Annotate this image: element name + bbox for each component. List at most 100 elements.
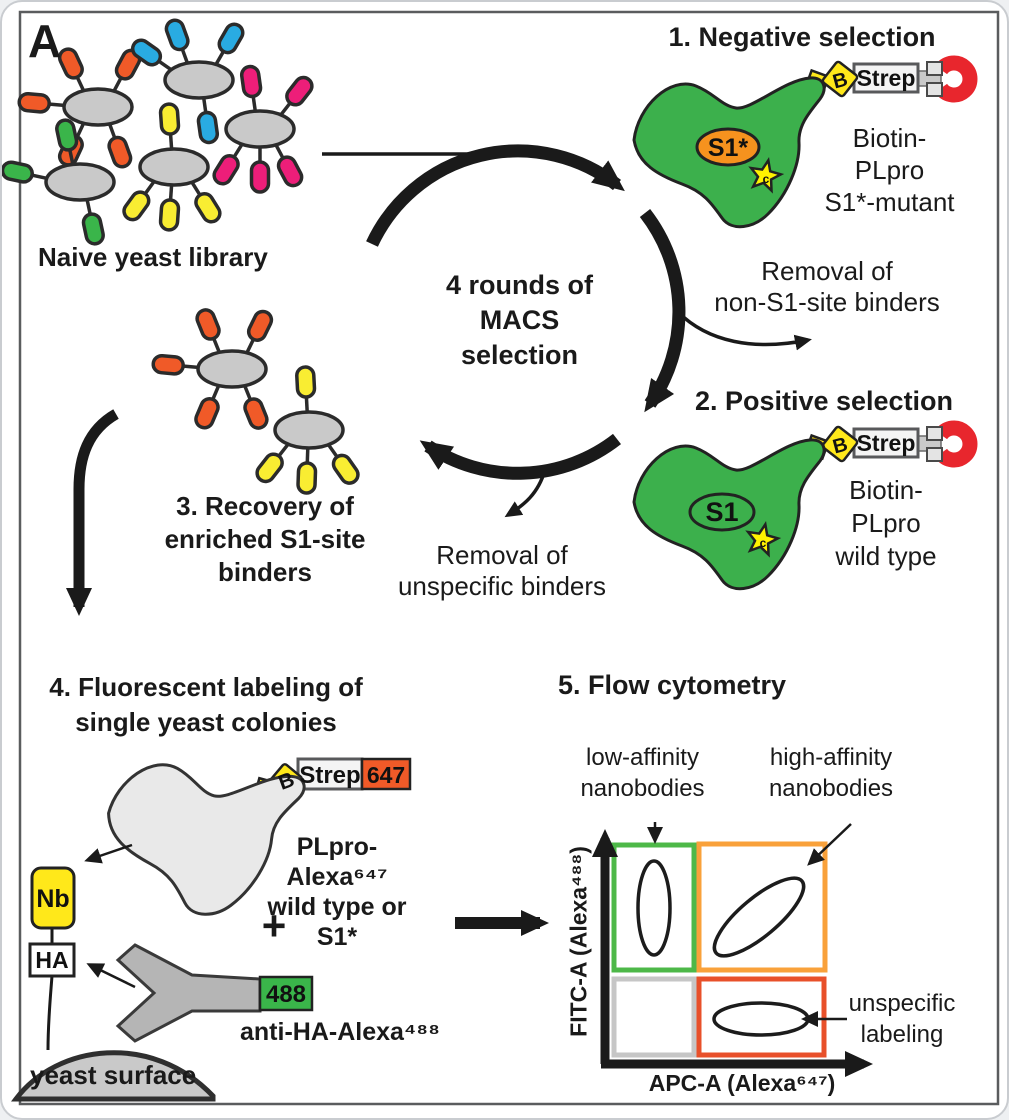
strep-label: Strep	[857, 65, 916, 91]
nanobody	[99, 119, 135, 171]
strep-tag-box	[852, 62, 920, 94]
magnet-pole	[926, 426, 943, 441]
nanobody	[238, 63, 266, 115]
naive-yeast-library	[2, 16, 318, 248]
biotin-label: B	[830, 68, 850, 93]
nanobody	[295, 445, 319, 496]
magnet-pole	[926, 447, 943, 462]
plpro-to-nb-arrow	[84, 843, 133, 864]
low-affinity-caption: low-affinity nanobodies	[580, 744, 705, 802]
nanobody	[191, 380, 229, 433]
alexa488-dye-box	[258, 975, 314, 1012]
cycle-arc-bottom	[419, 433, 622, 480]
s1-site	[688, 492, 756, 532]
yeast-cell	[2, 116, 116, 248]
step3-to-step4-arrow	[66, 409, 119, 616]
antibody-caption: anti-HA-Alexa⁴⁸⁸	[240, 1018, 440, 1046]
high-affinity-pointer-arrow	[807, 823, 852, 866]
nanobody-box	[30, 866, 76, 930]
yeast-cell	[209, 63, 318, 194]
y-axis-label: FITC-A (Alexa⁴⁸⁸)	[565, 846, 592, 1037]
magnet-icon	[934, 420, 978, 468]
fluorescent-labeling-schematic	[11, 750, 412, 1102]
step4-title: 4. Fluorescent labeling of single yeast …	[49, 672, 363, 737]
removal-unspecific-arrow	[504, 469, 547, 518]
step1-removal-caption: Removal of non-S1-site binders	[714, 256, 940, 317]
nanobody	[158, 182, 182, 233]
ha-surface-stalk	[46, 975, 54, 1051]
negative-selection-construct	[632, 55, 978, 229]
step1-title: 1. Negative selection	[668, 22, 936, 52]
nanobody	[150, 353, 201, 378]
nanobody	[193, 94, 221, 146]
nanobody	[2, 158, 51, 189]
s1-mutant-label: S1*	[708, 134, 749, 162]
yeast-cell	[127, 16, 248, 146]
alexa488-label: 488	[266, 981, 306, 1008]
step4-protein-caption: PLpro-Alexa⁶⁴⁷ wild type or S1*	[267, 833, 407, 951]
yeast-cell	[16, 44, 145, 171]
population-high-affinity	[712, 876, 806, 958]
yeast-surface-dome	[11, 1050, 216, 1102]
flow-gate-negative	[611, 976, 697, 1058]
step3-title: 3. Recovery of enriched S1-site binders	[164, 491, 366, 587]
alexa647-dye-box	[360, 757, 412, 791]
cycle-caption: 4 rounds of MACS selection	[446, 270, 593, 370]
biotin-label: B	[830, 433, 850, 458]
strep-label: Strep	[857, 430, 916, 456]
magnet-icon	[934, 55, 978, 103]
panel-border	[18, 10, 1000, 1106]
step1-protein-caption: Biotin- PLpro S1*-mutant	[824, 123, 955, 217]
ha-tag-box	[28, 942, 76, 978]
high-affinity-caption: high-affinity nanobodies	[768, 744, 894, 802]
strep-label: Strep	[299, 762, 360, 789]
nanobody	[206, 19, 248, 71]
nb-label: Nb	[36, 885, 69, 913]
nanobody	[183, 176, 225, 227]
s1-mutant-site	[695, 127, 761, 167]
plus-sign: +	[261, 902, 287, 949]
magnet-pole	[926, 61, 943, 76]
population-unspecific	[712, 1001, 810, 1037]
panel-label: A	[28, 15, 62, 67]
magnet-pole	[926, 82, 943, 97]
population-low-affinity	[636, 859, 672, 957]
macs-selection-cycle	[322, 144, 812, 518]
catalytic-label: c	[763, 172, 770, 186]
anti-ha-antibody	[115, 943, 262, 1043]
nanobody	[266, 139, 307, 191]
flow-cytometry-plot	[592, 822, 873, 1077]
yeast-cell	[150, 305, 277, 433]
cycle-arc-right	[639, 209, 686, 413]
ha-label: HA	[35, 947, 68, 973]
nanobody	[249, 145, 271, 194]
step2-removal-caption: Removal of unspecific binders	[397, 540, 607, 601]
catalytic-label: c	[760, 536, 767, 550]
unspecific-caption: unspecific labeling	[848, 990, 956, 1048]
positive-selection-construct	[632, 420, 978, 591]
enriched-binder-cells	[150, 305, 364, 496]
yeast-surface-caption: yeast surface	[30, 1060, 197, 1090]
removal-non-s1-arrow	[676, 310, 812, 351]
step2-title: 2. Positive selection	[694, 386, 954, 416]
nanobody	[235, 380, 272, 433]
step2-protein-caption: Biotin- PLpro wild type	[835, 475, 937, 571]
antibody-to-ha-arrow	[86, 963, 136, 989]
nanobody	[209, 138, 251, 189]
nanobody	[16, 91, 67, 116]
s1-label: S1	[705, 497, 738, 527]
cycle-arc-top	[366, 144, 625, 247]
nanobody	[294, 364, 318, 415]
biotin-diamond	[821, 425, 859, 463]
x-axis-label: APC-A (Alexa⁶⁴⁷)	[648, 1070, 836, 1096]
nanobody	[237, 306, 277, 359]
yeast-cell	[118, 101, 225, 233]
biotin-diamond	[821, 60, 859, 98]
nanobody	[158, 101, 182, 152]
library-caption: Naive yeast library	[38, 242, 268, 272]
nanobody	[55, 44, 94, 97]
biotin-label: B	[275, 768, 297, 795]
strep-tag-box	[296, 757, 364, 791]
